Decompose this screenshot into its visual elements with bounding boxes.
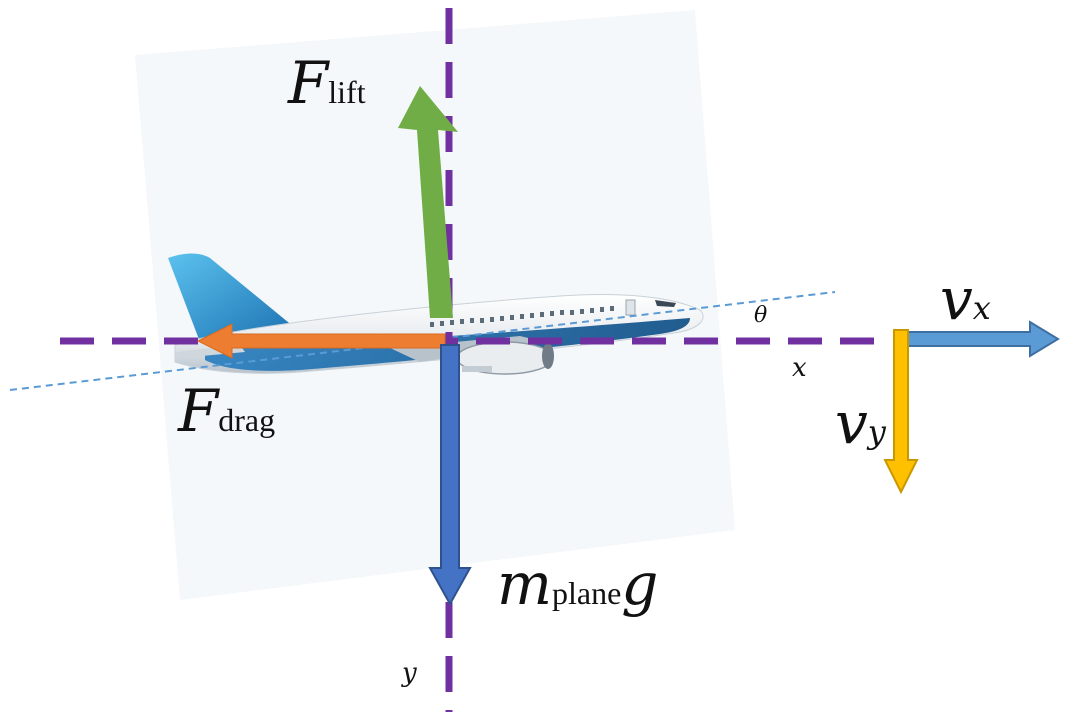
vx-label: vx bbox=[940, 265, 991, 333]
theta-label: θ bbox=[754, 303, 768, 328]
vy-label: vy bbox=[835, 389, 886, 457]
x-axis-label: x bbox=[792, 353, 807, 383]
weight-label: mplaneg bbox=[497, 550, 659, 618]
flight-path-line bbox=[9, 291, 836, 391]
drag-label: Fdrag bbox=[178, 377, 276, 445]
window-row bbox=[430, 306, 614, 327]
lift-force-arrow bbox=[398, 86, 458, 318]
drag-force-arrow bbox=[196, 323, 446, 359]
velocity-x-arrow bbox=[895, 320, 1060, 358]
lift-label: Flift bbox=[288, 49, 366, 117]
velocity-y-arrow bbox=[883, 329, 919, 495]
y-axis-label: y bbox=[402, 658, 417, 688]
weight-force-arrow bbox=[428, 344, 472, 607]
